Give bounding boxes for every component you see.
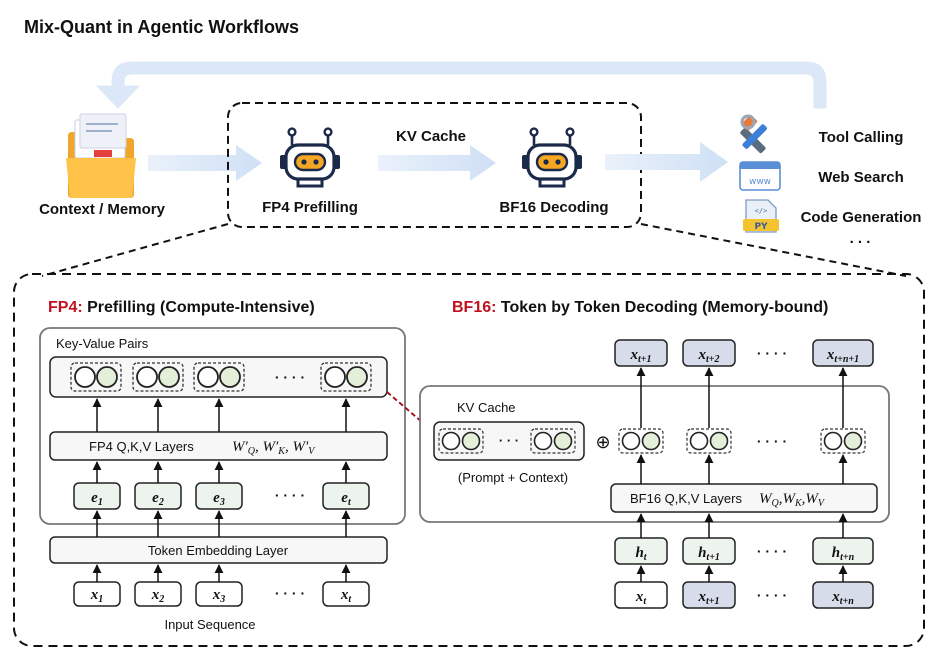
zoom-line-left [41, 223, 229, 277]
fp4-arrows [92, 398, 351, 582]
fp4-title-rest: Prefilling (Compute-Intensive) [83, 299, 315, 316]
arrow-context-to-prefill [148, 145, 262, 181]
detail-dashed-panel [13, 273, 925, 647]
embedding-e1-label: e1 [91, 490, 103, 508]
tool-calling-label: Tool Calling [819, 129, 904, 146]
feedback-loop-arrow [95, 61, 827, 109]
diagram-title: Mix-Quant in Agentic Workflows [24, 17, 299, 37]
fp4-input-tokens [73, 581, 370, 607]
bf16-input-tokens [614, 581, 874, 609]
input-sequence-label: Input Sequence [164, 617, 255, 632]
context-memory-label: Context / Memory [39, 201, 166, 218]
bf16-output-tokens [614, 339, 874, 367]
fp4-panel-title: FP4: Prefilling (Compute-Intensive) [48, 299, 315, 316]
bf16-arrows [636, 367, 848, 582]
embedding-e3-label: e3 [213, 490, 225, 508]
bf16-qkv-label: BF16 Q,K,V Layers [630, 491, 742, 506]
arrow-kv-cache [378, 145, 496, 181]
code-generation-label: Code Generation [801, 209, 922, 226]
tools-more-ellipsis: . . . [850, 230, 871, 247]
hidden-ellipsis: · · · · [757, 543, 787, 559]
bf16-qkv-layer [610, 483, 878, 513]
fp4-tag: FP4: [48, 299, 83, 316]
bf16-qkv-weights: WQ,WK,WV [759, 491, 826, 509]
svg-text:PY: PY [754, 222, 768, 232]
svg-text:· · ·: · · · [499, 433, 519, 448]
kv-pairs-label: Key-Value Pairs [56, 336, 149, 351]
fp4-prefilling-label: FP4 Prefilling [262, 199, 358, 216]
arrow-decode-to-tools [605, 142, 728, 182]
kv-cache-block [433, 421, 585, 461]
browser-www-icon: www [739, 161, 781, 191]
output-xtn1 [812, 339, 874, 367]
embedding-et-label: et [341, 490, 352, 508]
embedding-ellipsis: · · · · [275, 487, 305, 503]
tools-icon [740, 114, 767, 154]
bf16-input-ellipsis: · · · · [757, 587, 787, 603]
bf16-decoding-label: BF16 Decoding [499, 199, 608, 216]
python-file-icon: </> PY [743, 199, 779, 233]
svg-text:www: www [749, 177, 771, 187]
bf16-kv-cache-label: KV Cache [457, 400, 516, 415]
kv-cache-note: (Prompt + Context) [458, 470, 568, 485]
embedding-e2-label: e2 [152, 490, 164, 508]
bf16-hidden-tokens [614, 537, 874, 565]
input-ellipsis: · · · · [275, 585, 305, 601]
bf16-tag: BF16: [452, 299, 496, 316]
zoom-line-right [640, 223, 907, 277]
output-ellipsis: · · · · [757, 345, 787, 361]
kv-cache-top-label: KV Cache [396, 128, 466, 145]
fp4-qkv-label: FP4 Q,K,V Layers [89, 439, 194, 454]
fp4-qkv-weights: W′Q, W′K, W′V [232, 439, 316, 457]
kv-transfer-arrow [386, 391, 437, 435]
bf16-model-robot-icon [520, 127, 584, 188]
new-pair-ellipsis: · · · · [757, 433, 787, 449]
output-xt1 [614, 339, 668, 367]
fp4-model-robot-icon [278, 127, 342, 188]
bf16-title-rest: Token by Token Decoding (Memory-bound) [496, 299, 828, 316]
web-search-label: Web Search [818, 169, 904, 186]
output-xt2 [682, 339, 736, 367]
svg-text:</>: </> [755, 207, 768, 215]
folder-icon [66, 113, 136, 198]
token-embedding-layer-label: Token Embedding Layer [148, 543, 289, 558]
bf16-panel-title: BF16: Token by Token Decoding (Memory-bo… [452, 299, 828, 316]
kv-pairs-ellipsis: · · · · [275, 369, 305, 385]
concat-plus-symbol: ⊕ [595, 432, 610, 452]
model-group-dashed-box [227, 102, 642, 228]
